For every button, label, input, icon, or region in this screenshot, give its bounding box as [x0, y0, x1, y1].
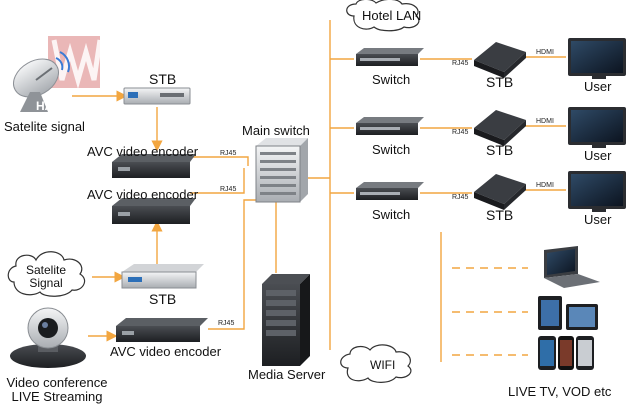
label-rj45-sw1: RJ45 [452, 60, 469, 67]
main-switch-icon [255, 138, 308, 203]
label-user-1: User [584, 79, 612, 94]
label-stb-top: STB [149, 71, 177, 87]
server-tower-icon [262, 274, 310, 366]
encoder-3-icon [116, 318, 208, 342]
label-hotel-lan: Hotel LAN [362, 8, 422, 23]
stb-right-2-icon [474, 110, 526, 146]
label-stb-right-2: STB [486, 142, 514, 158]
label-switch-2: Switch [372, 142, 411, 157]
label-satellite-signal: Satelite signal [4, 119, 85, 134]
connection-lines [72, 20, 566, 362]
label-rj45-sw3: RJ45 [452, 194, 469, 201]
monitor-2-icon [568, 107, 626, 148]
encoder-1-icon [112, 154, 196, 178]
label-satelite-signal-cloud: Satelite Signal [25, 263, 67, 290]
stb-right-3-icon [474, 174, 526, 210]
label-switch-1: Switch [372, 72, 411, 87]
label-encoder-3: AVC video encoder [110, 344, 222, 359]
tablet-icon [538, 296, 598, 330]
satellite-dish-icon [13, 51, 71, 112]
cloud-satelite-icon [7, 251, 86, 297]
label-user-3: User [584, 212, 612, 227]
label-media-server: Media Server [248, 367, 326, 382]
switch-1-icon [356, 48, 424, 66]
laptop-icon [544, 246, 600, 288]
switch-3-icon [356, 182, 424, 200]
label-rj45-enc3: RJ45 [218, 320, 235, 327]
label-user-2: User [584, 148, 612, 163]
label-encoder-2: AVC video encoder [87, 187, 199, 202]
stb-bottom-icon [121, 264, 204, 289]
stb-top-icon [123, 87, 191, 105]
cloud-wifi-icon [340, 344, 412, 383]
conference-camera-icon [10, 307, 86, 368]
label-hdmi-2: HDMI [536, 118, 554, 125]
monitor-3-icon [568, 171, 626, 212]
label-main-switch: Main switch [242, 123, 310, 138]
label-rj45-enc2: RJ45 [220, 186, 237, 193]
label-rj45-sw2: RJ45 [452, 129, 469, 136]
label-video-conference: Video conference LIVE Streaming [6, 375, 108, 404]
encoder-2-icon [112, 198, 196, 224]
label-encoder-1: AVC video encoder [87, 144, 199, 159]
label-live-tv: LIVE TV, VOD etc [508, 384, 612, 399]
label-stb-right-3: STB [486, 207, 514, 223]
label-wifi: WIFI [370, 358, 396, 372]
monitor-1-icon [568, 38, 626, 79]
label-hdmi-1: HDMI [536, 49, 554, 56]
label-hdmi-3: HDMI [536, 182, 554, 189]
label-stb-right-1: STB [486, 74, 514, 90]
switch-2-icon [356, 117, 424, 135]
label-rj45-enc1: RJ45 [220, 150, 237, 157]
label-stb-bottom: STB [149, 291, 177, 307]
logo-text: HAIWEI [36, 99, 80, 113]
stb-right-1-icon [474, 42, 526, 78]
cloud-hotel-lan-icon [346, 0, 420, 32]
smartphone-icon [538, 336, 594, 370]
label-switch-3: Switch [372, 207, 411, 222]
